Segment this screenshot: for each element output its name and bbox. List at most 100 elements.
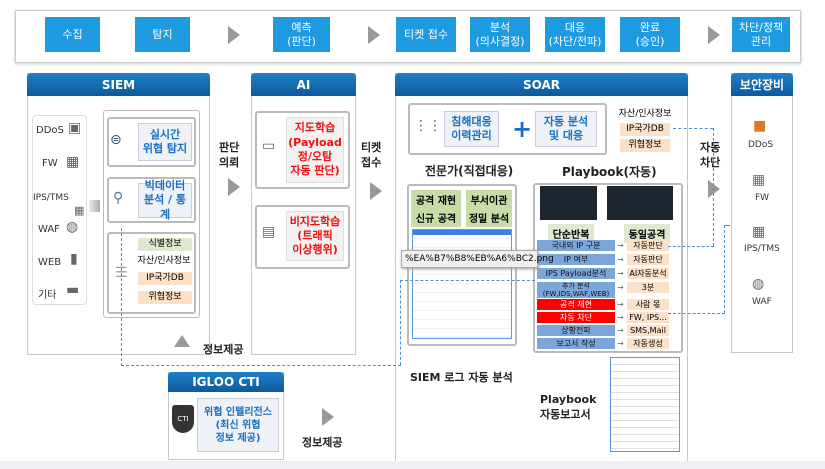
playbook-step: 보고서 작성: [537, 338, 615, 349]
side-info-asset: 자산/인사정보: [618, 109, 672, 119]
connector-line: [668, 246, 714, 247]
step-ticket: 티켓 접수: [396, 17, 456, 52]
expert-screenshot: [412, 229, 512, 339]
monitor-icon: ▭: [262, 138, 276, 154]
soar-header: SOAR: [395, 73, 688, 96]
device-list: [32, 115, 87, 305]
arrow-icon: [708, 26, 720, 44]
equip-ips: IPS/TMS: [744, 244, 780, 254]
threat-intelligence: 위협 인텔리전스 (최신 위협 정보 제공): [197, 398, 279, 452]
step-collect: 수집: [45, 17, 100, 52]
connector-line: [668, 313, 725, 314]
arrow-icon: [228, 178, 240, 196]
arrow-icon: →: [617, 283, 624, 292]
auto-analysis-response: 자동 분석 및 대응: [535, 111, 597, 147]
connector-line: [400, 280, 535, 281]
step-analysis: 분석 (의사결정): [470, 17, 530, 52]
globe-icon: ◍: [752, 276, 765, 292]
expert-tag: 공격 재현: [411, 190, 461, 209]
same-attack-head: 동일공격: [624, 224, 670, 243]
info-asset: 자산/인사정보: [137, 256, 191, 266]
ddos-icon: ▣: [68, 120, 82, 136]
playbook-result: 자동판단: [627, 254, 669, 265]
device-ddos: DDoS: [36, 125, 64, 136]
arrow-icon: →: [617, 326, 624, 335]
arrow-icon: [228, 26, 240, 44]
playbook-result: 자동생성: [627, 338, 669, 349]
playbook-step: IP 여부: [537, 254, 615, 265]
siem-header: SIEM: [27, 73, 210, 96]
bigdata-analysis: 빅데이터 분석 / 통계: [138, 179, 192, 221]
connector-line: [724, 225, 730, 226]
playbook-result: FW, IPS...: [627, 312, 669, 323]
playbook-step: 공격 재현: [537, 299, 615, 310]
arrow-icon: →: [617, 300, 624, 309]
connector-line: [121, 365, 401, 366]
step-predict: 예측 (판단): [273, 17, 330, 52]
expert-tag: 신규 공격: [411, 208, 461, 227]
bottom-strip: [0, 461, 825, 469]
playbook-step: 상황전파: [537, 325, 615, 336]
info-ipdb: IP국가DB: [138, 272, 192, 285]
playbook-step: 자동 차단: [537, 312, 615, 323]
search-icon: ⚲: [113, 190, 124, 206]
ai-header: AI: [251, 73, 356, 96]
arrow-icon: [89, 200, 100, 212]
simple-repeat-head: 단순반복: [548, 224, 594, 243]
expert-tag: 정밀 분석: [466, 208, 512, 227]
plus-icon: +: [512, 115, 533, 143]
connector-line: [724, 225, 725, 313]
file-tooltip: %EA%B7%B8%EB%A6%BC2.png: [401, 250, 554, 268]
ips-icon: ▦: [752, 224, 766, 240]
device-etc: 기타: [38, 290, 57, 301]
playbook-step: 국내외 IP 구분: [537, 240, 615, 251]
network-icon: ⊜: [110, 132, 122, 148]
connector-line: [673, 128, 713, 129]
arrow-icon: [368, 26, 380, 44]
firewall-icon: ▦: [752, 172, 766, 188]
equip-ddos: DDoS: [748, 140, 774, 150]
report-screenshot: [610, 357, 680, 452]
equipment-header: 보안장비: [731, 73, 793, 96]
report-icon: ▤: [262, 224, 276, 240]
arrow-icon: →: [617, 313, 624, 322]
ticket-label: 티켓 접수: [361, 141, 382, 170]
playbook-step: IPS Payload분석: [537, 268, 615, 279]
playbook-result: SMS,Mail: [627, 325, 669, 336]
step-response: 대응 (차단/전파): [545, 17, 605, 52]
step-detect: 탐지: [135, 17, 190, 52]
expert-tag: 부서이관: [466, 190, 512, 209]
globe-icon: ◍: [66, 219, 79, 235]
playbook-result: 자동판단: [627, 240, 669, 251]
step-complete: 완료 (승인): [620, 17, 680, 52]
cti-header: IGLOO CTI: [168, 372, 284, 392]
arrow-icon: [708, 180, 720, 198]
info-identification: 식별정보: [138, 238, 192, 251]
siem-inner-group: [103, 110, 200, 318]
side-info-threat: 위협정보: [620, 139, 670, 152]
arrow-icon: →: [617, 241, 624, 250]
side-info-ipdb: IP국가DB: [620, 123, 670, 136]
playbook-result: 3분: [627, 282, 669, 293]
equip-fw: FW: [755, 193, 770, 203]
device-waf: WAF: [38, 224, 60, 235]
connector-line: [713, 128, 714, 246]
expert-title: 전문가(직접대응): [425, 164, 514, 178]
playbook-report-label: Playbook 자동보고서: [540, 393, 597, 422]
realtime-detection: 실시간 위협 탐지: [138, 123, 192, 161]
playbook-step: 추가 분석 (FW,IDS,WAF,WEB): [537, 282, 615, 298]
equip-waf: WAF: [752, 297, 772, 307]
device-ips: IPS/TMS: [33, 193, 69, 203]
arrow-icon: →: [617, 339, 624, 348]
playbook-graph: [607, 186, 673, 220]
arrow-icon: →: [617, 269, 624, 278]
arrow-icon: [370, 182, 382, 200]
firewall-icon: ▦: [66, 154, 80, 170]
device-web: WEB: [38, 257, 62, 268]
arrow-icon: →: [617, 255, 624, 264]
playbook-result: AI자동분석: [627, 268, 669, 279]
info-provide-label: 정보제공: [203, 343, 244, 356]
siem-log-label: SIEM 로그 자동 분석: [410, 371, 513, 384]
ips-icon: ▦: [74, 204, 85, 217]
server-icon: ▮: [70, 251, 78, 267]
